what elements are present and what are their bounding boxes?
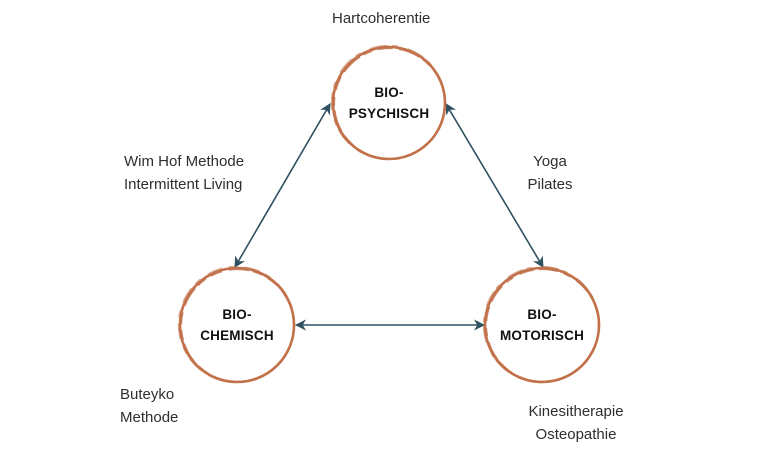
caption-right-line2: Pilates: [527, 176, 573, 193]
node-bio-psychisch-line1: BIO-: [374, 85, 404, 100]
node-bio-motorisch-line1: BIO-: [527, 307, 557, 322]
caption-right-line1: Yoga: [533, 153, 567, 170]
node-bio-chemisch-line2: CHEMISCH: [200, 328, 274, 343]
node-bio-motorisch-line2: MOTORISCH: [499, 328, 585, 343]
ring-bio-chemisch: [177, 265, 296, 384]
caption-bottom-right: Kinesitherapie Osteopathie: [516, 400, 636, 446]
node-bio-psychisch-line2: PSYCHISCH: [348, 106, 430, 121]
caption-left-line1: Wim Hof Methode: [124, 153, 245, 170]
node-bio-motorisch: BIO- MOTORISCH: [492, 304, 592, 346]
ring-bio-psychisch: [330, 44, 447, 161]
caption-right: Yoga Pilates: [520, 150, 580, 196]
caption-left: Wim Hof Methode Intermittent Living: [124, 150, 244, 196]
node-bio-chemisch: BIO- CHEMISCH: [187, 304, 287, 346]
arrow-psychisch-chemisch: [234, 103, 331, 268]
caption-bottom-left-line1: Buteyko: [120, 386, 175, 403]
caption-bottom-right-line2: Osteopathie: [535, 426, 617, 443]
caption-bottom-left-line2: Methode: [120, 409, 179, 426]
node-bio-psychisch: BIO- PSYCHISCH: [339, 82, 439, 124]
caption-left-line2: Intermittent Living: [124, 176, 243, 193]
caption-bottom-right-line1: Kinesitherapie: [528, 403, 624, 420]
node-bio-chemisch-line1: BIO-: [222, 307, 252, 322]
arrow-psychisch-motorisch: [445, 103, 544, 268]
ring-bio-motorisch: [482, 265, 601, 384]
caption-bottom-left: Buteyko Methode: [120, 383, 178, 429]
caption-top: Hartcoherentie: [332, 7, 430, 30]
caption-top-line1: Hartcoherentie: [332, 10, 431, 27]
